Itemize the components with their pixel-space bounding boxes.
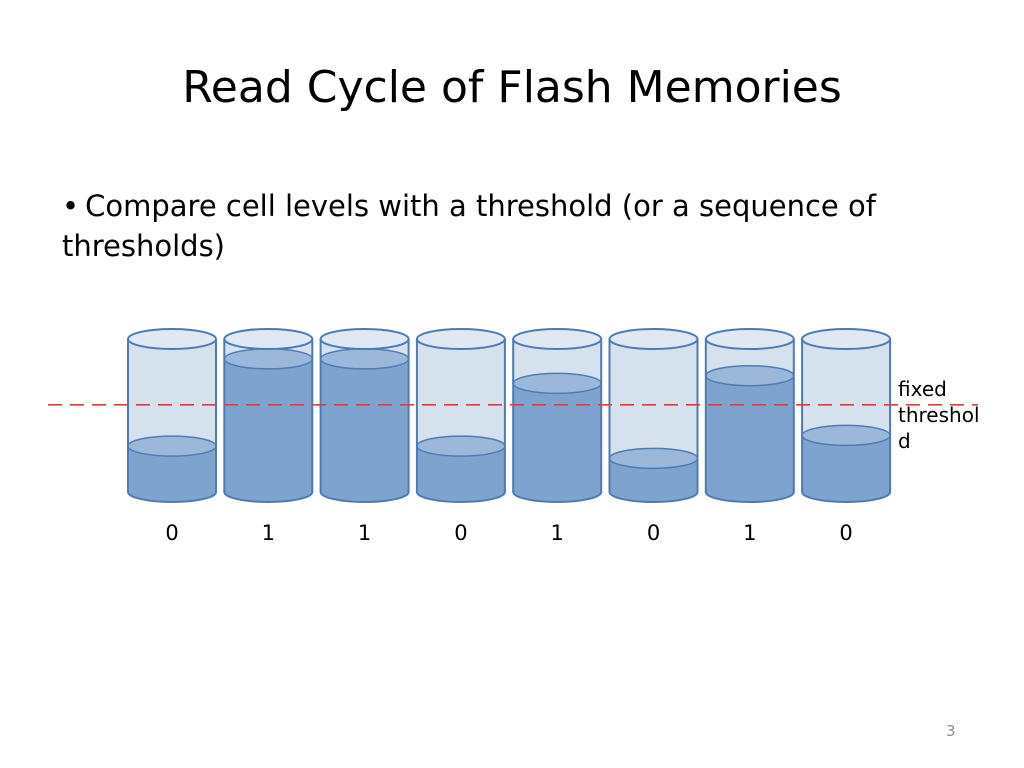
cell-bit-label: 1 bbox=[262, 521, 275, 545]
cell-charge-fill-inner bbox=[321, 358, 408, 492]
cell-charge-surface bbox=[801, 424, 891, 447]
cell-bit-label: 0 bbox=[839, 521, 852, 545]
cell-charge-surface bbox=[319, 348, 410, 370]
cell-charge-fill-inner bbox=[225, 358, 312, 492]
cell-charge-surface bbox=[705, 364, 795, 387]
cell-bit-label: 0 bbox=[647, 521, 660, 545]
flash-cell bbox=[319, 328, 410, 503]
bullet-text: Compare cell levels with a threshold (or… bbox=[62, 189, 876, 263]
flash-cell bbox=[223, 328, 314, 503]
cell-bit-label: 1 bbox=[551, 521, 564, 545]
cell-bit-label: 1 bbox=[743, 521, 756, 545]
cell-charge-surface bbox=[512, 372, 602, 395]
flash-cell bbox=[415, 328, 506, 503]
cell-top-rim bbox=[223, 328, 314, 350]
cell-charge-fill-inner bbox=[514, 383, 601, 492]
flash-cell bbox=[704, 328, 795, 503]
cell-top-rim bbox=[512, 328, 603, 350]
cell-top-rim bbox=[127, 328, 217, 350]
page-number: 3 bbox=[946, 722, 956, 740]
slide-title: Read Cycle of Flash Memories bbox=[182, 62, 842, 113]
cell-top-rim bbox=[415, 328, 506, 350]
cell-bit-label: 0 bbox=[454, 521, 467, 545]
cell-charge-surface bbox=[127, 435, 217, 457]
cell-charge-surface bbox=[416, 435, 506, 457]
flash-cell bbox=[127, 328, 217, 503]
cell-top-rim bbox=[704, 328, 795, 350]
cell-bit-label: 0 bbox=[165, 521, 178, 545]
flash-cell bbox=[608, 328, 699, 503]
flash-cell bbox=[801, 328, 892, 503]
cell-charge-surface bbox=[223, 348, 314, 370]
threshold-label: fixed threshol d bbox=[898, 377, 980, 453]
cell-bit-label: 1 bbox=[358, 521, 371, 545]
cell-top-rim bbox=[319, 328, 410, 350]
bullet-marker: • bbox=[62, 189, 80, 223]
cell-top-rim bbox=[608, 328, 699, 350]
bullet-item: •Compare cell levels with a threshold (o… bbox=[62, 186, 962, 266]
cell-charge-surface bbox=[608, 447, 699, 470]
cell-top-rim bbox=[801, 328, 892, 350]
cell-charge-fill-inner bbox=[706, 375, 793, 492]
flash-cell bbox=[512, 328, 603, 503]
